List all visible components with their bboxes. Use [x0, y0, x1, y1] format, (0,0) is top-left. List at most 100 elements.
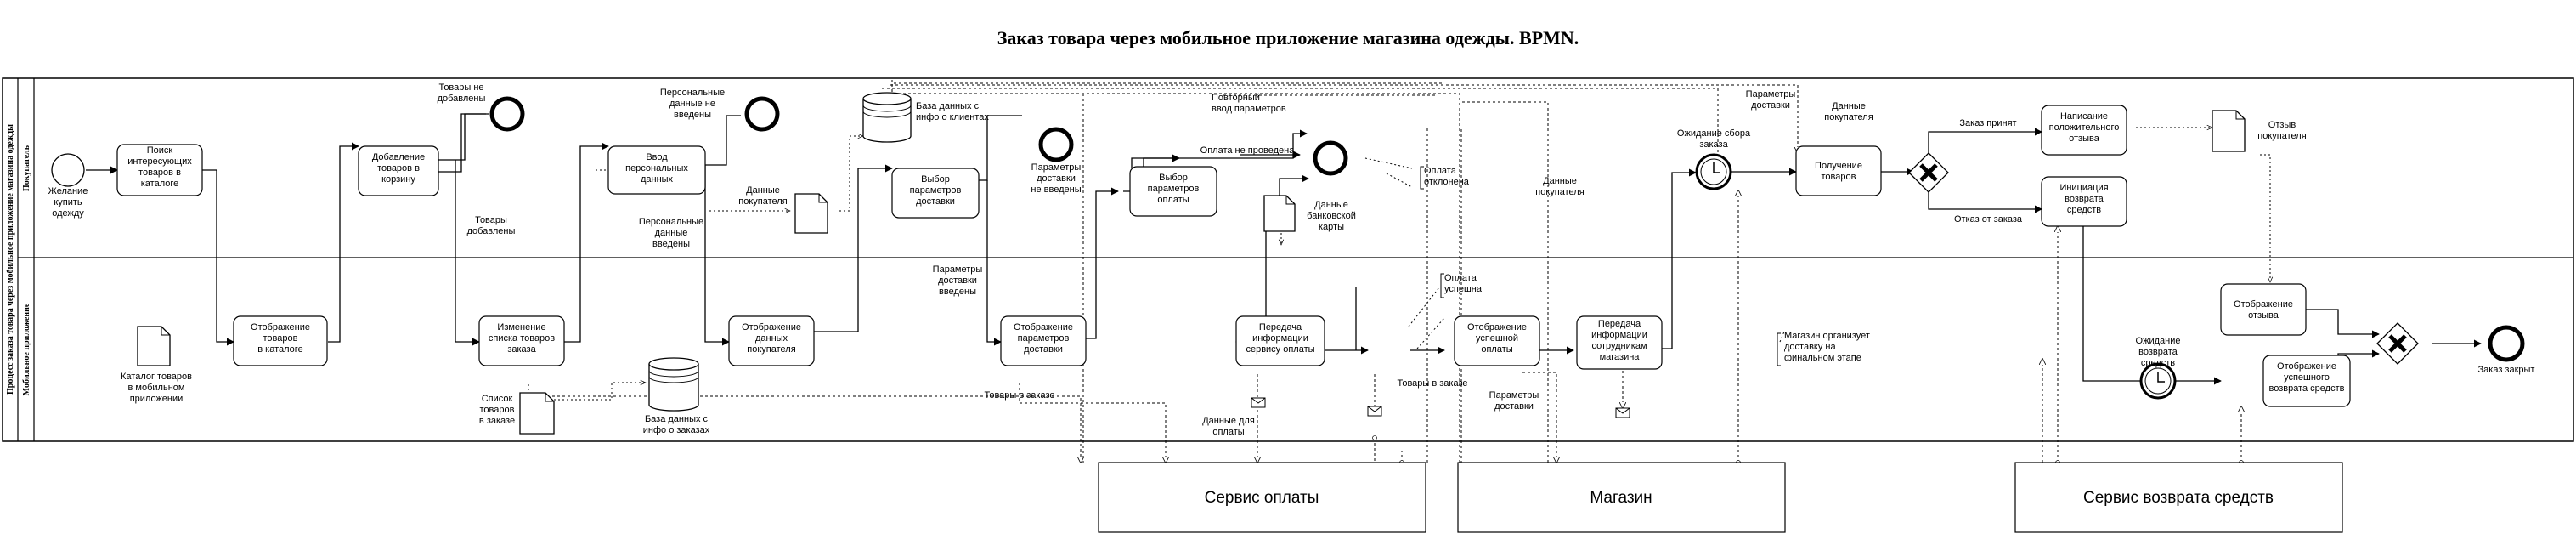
svg-text:Сервис оплаты: Сервис оплаты	[1205, 489, 1319, 507]
envelope-icon	[1367, 406, 1382, 417]
associations	[528, 128, 2270, 412]
gateway-decision	[1908, 152, 1949, 193]
lane-label-buyer: Покупатель	[22, 145, 31, 191]
end-event-payment-failed: Оплата не проведена	[1200, 140, 1348, 176]
gateways	[1908, 152, 2419, 365]
pool-label: Процесс заказа товара через мобильное пр…	[6, 124, 15, 395]
service-refund: Сервис возврата средств	[2014, 462, 2343, 533]
gateway-join	[2376, 322, 2419, 365]
pool: Процесс заказа товара через мобильное пр…	[2, 77, 2574, 442]
svg-text:Заказ закрыт: Заказ закрыт	[2478, 365, 2535, 375]
service-payment: Сервис оплаты	[1098, 462, 1426, 533]
message-flows	[552, 80, 2241, 466]
lane-label-app: Мобильное приложение	[22, 303, 31, 395]
svg-text:Оплата не проведена: Оплата не проведена	[1200, 145, 1296, 156]
svg-text:Магазин: Магазин	[1590, 489, 1652, 507]
label-goods-in-order-a: Товары в заказе	[984, 390, 1054, 400]
envelope-icon	[1615, 407, 1630, 418]
end-event-closed: Заказ закрыт	[2478, 325, 2535, 375]
label-order-refused: Отказ от заказа	[1954, 214, 2023, 224]
envelope-icon	[1251, 397, 1266, 408]
label-order-accepted: Заказ принят	[1959, 118, 2016, 128]
service-shop: Магазин	[1457, 462, 1786, 533]
svg-text:Сервис возврата средств: Сервис возврата средств	[2083, 489, 2274, 507]
external-services: Сервис оплаты Магазин Сервис возврата ср…	[1098, 462, 2343, 533]
sequence-flows	[86, 113, 2482, 385]
